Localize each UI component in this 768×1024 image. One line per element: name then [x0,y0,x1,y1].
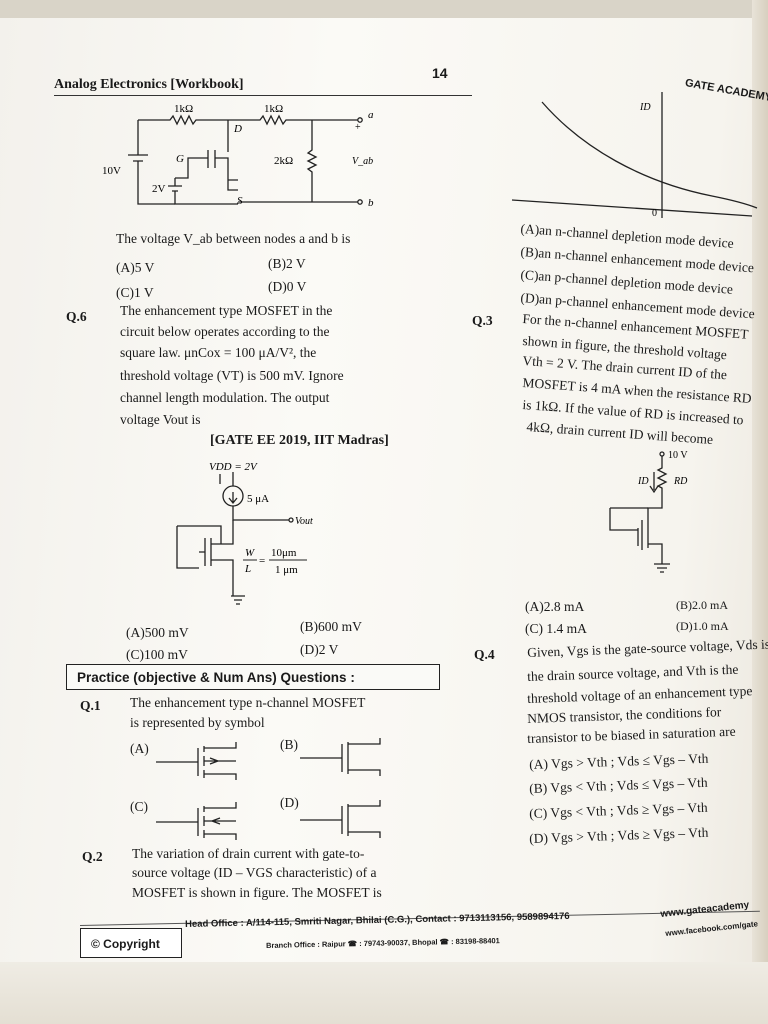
q4-option-a: (A) Vgs > Vth ; Vds ≤ Vgs – Vth [528,750,709,772]
q2-line-3: MOSFET is shown in figure. The MOSFET is [132,885,382,900]
header-rule [54,95,472,96]
book-title: Analog Electronics [Workbook] [54,77,244,92]
head-office-address: Head Office : A/114-115, Smriti Nagar, B… [184,910,570,930]
q6-w-label: W [245,547,255,559]
facebook-link[interactable]: www.facebook.com/gate [664,919,759,938]
q3-option-d: (D)1.0 mA [676,619,729,633]
prev-option-b: (B)2 V [268,256,306,271]
q6-line-3: square law. μnCox = 100 μA/V², the [120,345,317,360]
prev-question-stem: The voltage V_ab between nodes a and b i… [116,231,351,246]
practice-heading: Practice (objective & Num Ans) Questions… [77,670,355,685]
id-vgs-graph: ID 0 [511,92,758,219]
q1-option-a: (A) [130,741,149,756]
q1-option-d: (D) [280,795,299,810]
q3-line-6: 4kΩ, drain current ID will become [526,419,714,448]
mosfet-symbol-d [300,800,381,838]
vgs-label: 2V [152,183,166,195]
q3-option-c: (C) 1.4 mA [525,621,587,636]
vdd-label: 10V [102,165,121,177]
node-g-label: G [176,153,184,165]
practice-heading-box: Practice (objective & Num Ans) Questions… [66,664,440,690]
q1-label: Q.1 [80,698,101,713]
r3-label: 2kΩ [274,155,293,167]
q6-line-5: channel length modulation. The output [120,390,330,405]
graph-zero: 0 [652,208,657,219]
q6-line-2: circuit below operates according to the [120,324,330,339]
node-b-label: b [368,197,374,209]
q1-line-1: The enhancement type n-channel MOSFET [130,695,366,710]
q6-option-a: (A)500 mV [126,625,189,640]
q4-line-4: NMOS transistor, the conditions for [526,704,722,726]
q4-line-5: transistor to be biased in saturation ar… [526,723,736,746]
prev-option-a: (A)5 V [116,260,155,275]
node-a-label: a [368,109,374,121]
page-number: 14 [432,65,448,81]
page-top-edge [0,0,768,18]
q6-line-1: The enhancement type MOSFET in the [120,303,333,318]
copyright-box: © Copyright [80,928,182,958]
q6-wl-num: 10μm [271,547,297,559]
q6-option-d: (D)2 V [300,642,339,657]
q2-line-1: The variation of drain current with gate… [132,846,365,861]
q6-line-6: voltage Vout is [120,412,201,427]
q6-wl-den: 1 μm [275,564,298,576]
q1-option-c: (C) [130,799,148,814]
q6-option-c: (C)100 mV [126,647,188,662]
q3-option-b: (B)2.0 mA [676,598,728,612]
q6-label: Q.6 [66,309,87,324]
website-link[interactable]: www.gateacademy [659,899,750,920]
branch-office-address: Branch Office : Raipur ☎ : 79743-90037, … [265,936,500,950]
circuit-diagram-q3: 10 V ID RD [609,450,688,573]
q1-line-2: is represented by symbol [130,715,265,730]
q6-option-b: (B)600 mV [300,619,362,634]
circuit-diagram-1: 1kΩ 1kΩ 2kΩ 10V 2V D G S a + b V_ab [102,103,374,209]
q6-l-label: L [244,563,251,575]
q4-label: Q.4 [474,647,495,662]
prev-option-c: (C)1 V [116,285,154,300]
q3-id-label: ID [637,476,649,487]
q4-option-b: (B) Vgs < Vth ; Vds ≤ Vgs – Vth [528,774,708,796]
node-d-label: D [233,123,242,135]
q6-eq-sign: = [259,555,265,567]
q4-line-3: threshold voltage of an enhancement type [526,683,753,706]
q4-line-1: Given, Vgs is the gate-source voltage, V… [526,636,768,660]
q3-option-a: (A)2.8 mA [525,599,585,614]
q4-option-d: (D) Vgs > Vth ; Vds ≥ Vgs – Vth [528,824,709,846]
q3-label: Q.3 [472,313,493,328]
q3-rd-label: RD [673,476,688,487]
q4-line-2: the drain source voltage, and Vth is the [526,661,739,684]
q6-line-4: threshold voltage (VT) is 500 mV. Ignore [120,368,344,383]
q2-label: Q.2 [82,849,103,864]
node-s-label: S [237,195,243,207]
q2-line-2: source voltage (ID – VGS characteristic)… [132,865,377,880]
mosfet-symbol-a [156,742,237,780]
graph-y-label: ID [639,102,651,113]
copyright-text: © Copyright [91,937,160,951]
q4-option-c: (C) Vgs < Vth ; Vds ≥ Vgs – Vth [528,799,708,821]
prev-option-d: (D)0 V [268,279,307,294]
vab-label: V_ab [352,156,373,167]
mosfet-symbol-b [300,738,381,776]
page-right-edge [752,0,768,1024]
q6-vdd-label: VDD = 2V [209,461,258,473]
r2-label: 1kΩ [264,103,283,115]
plus-sign: + [355,122,361,133]
q3-vdd-label: 10 V [668,450,688,461]
circuit-diagram-q6: VDD = 2V 5 μA Vout W L = 10μm 1 μm [176,461,313,605]
q1-option-b: (B) [280,737,298,752]
q6-vout-label: Vout [295,516,313,527]
q6-current-label: 5 μA [247,493,269,505]
q6-source: [GATE EE 2019, IIT Madras] [210,433,389,448]
r1-label: 1kΩ [174,103,193,115]
page-bottom-edge [0,962,768,1024]
mosfet-symbol-c [156,802,237,840]
